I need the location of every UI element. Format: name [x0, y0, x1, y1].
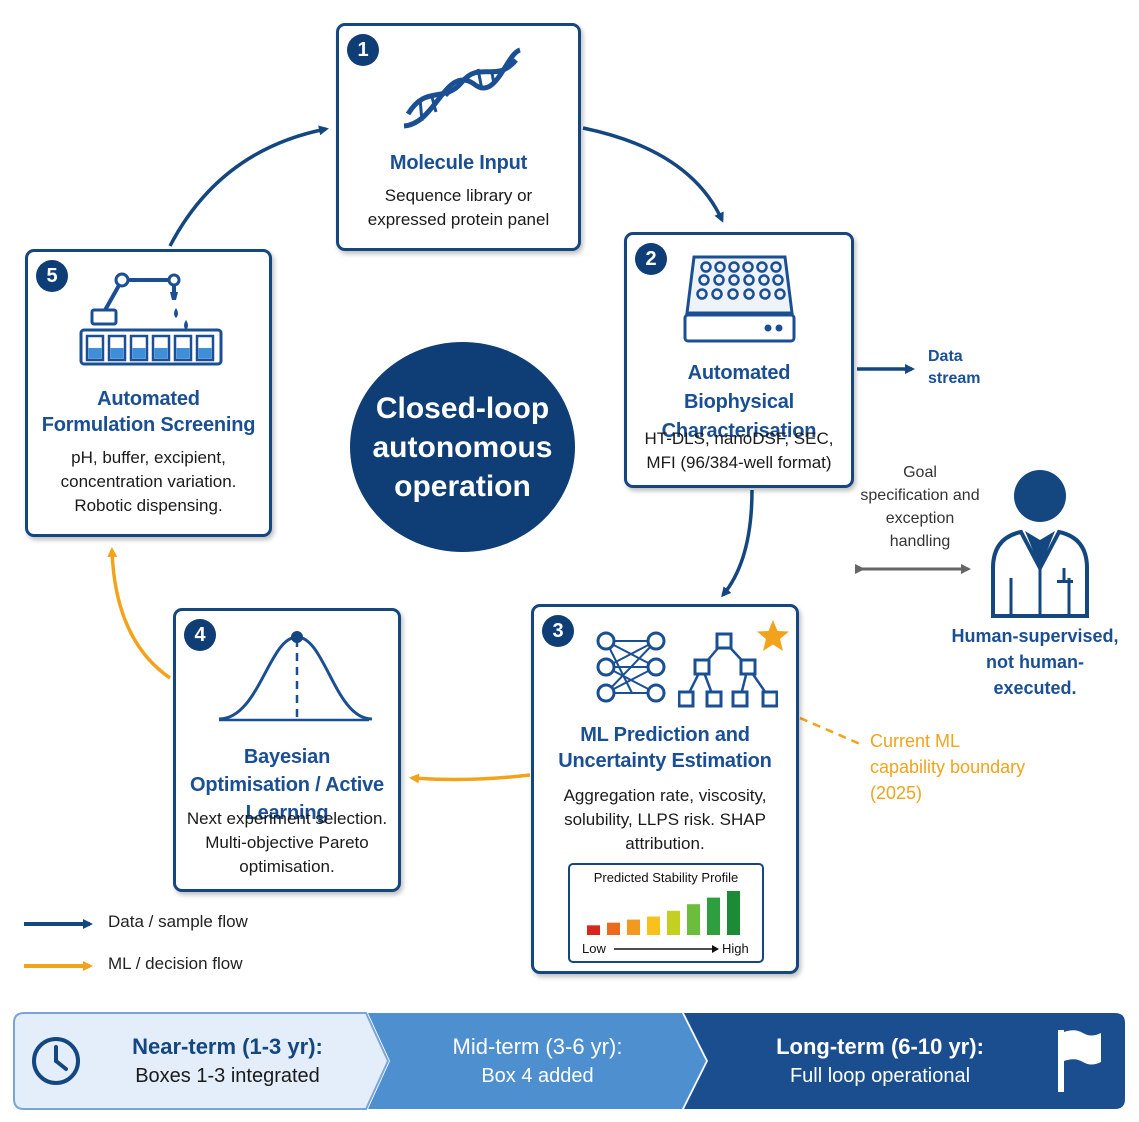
stability-bar	[687, 904, 700, 935]
timeline-mid-sub: Box 4 added	[481, 1065, 594, 1087]
timeline-near-shape	[13, 1012, 390, 1110]
box-description: Next experiment selection. Multi-objecti…	[186, 809, 388, 876]
step-number: 2	[635, 243, 667, 275]
box-title: Automated Biophysical Characterisation	[661, 362, 817, 442]
box-formulation-screening: 5 Automated Formulation Screening pH, bu…	[25, 249, 272, 537]
timeline-near-sub: Boxes 1-3 integrated	[135, 1065, 320, 1087]
timeline-long-heading: Long-term (6-10 yr):	[776, 1034, 984, 1059]
box-title: Molecule Input	[389, 152, 528, 174]
well-plate-icon	[683, 255, 796, 343]
stability-profile-chart: Predicted Stability Profile Low High	[568, 863, 764, 963]
gaussian-curve-icon	[218, 631, 373, 722]
arrow-3-to-4	[409, 773, 531, 784]
stability-bar	[607, 922, 620, 935]
stability-bar	[587, 925, 600, 935]
box-title: Automated Formulation Screening	[41, 388, 256, 436]
timeline-mid-term: Mid-term (3-6 yr): Box 4 added	[395, 1013, 680, 1109]
stability-bar	[727, 891, 740, 935]
closed-loop-center: Closed-loop autonomous operation	[350, 342, 575, 552]
box-ml-prediction: 3 ML Prediction and Uncertainty Estimati…	[531, 604, 799, 974]
legend-ml-flow-label: ML / decision flow	[108, 954, 243, 973]
box-description: Aggregation rate, viscosity, solubility,…	[563, 786, 767, 853]
timeline-mid-heading: Mid-term (3-6 yr):	[452, 1034, 623, 1059]
arrow-1-to-2	[582, 126, 724, 223]
timeline-mid-shape	[368, 1013, 706, 1109]
ml-boundary-dash	[799, 716, 861, 746]
arrow-5-to-1	[168, 125, 329, 247]
timeline-long-sub: Full loop operational	[789, 1065, 971, 1087]
timeline-near-term: Near-term (1-3 yr): Boxes 1-3 integrated	[90, 1013, 365, 1109]
timeline-near-heading: Near-term (1-3 yr):	[132, 1034, 323, 1059]
timeline-long-shape	[684, 1013, 1125, 1109]
box-bayesian-optimisation: 4 Bayesian Optimisation / Active Learnin…	[173, 608, 401, 892]
arrow-4-to-5	[107, 547, 171, 680]
ml-boundary-label: Current ML capability boundary (2025)	[870, 731, 1026, 803]
goal-specification-label: Goal specification and exception handlin…	[860, 464, 980, 550]
box-description: pH, buffer, excipient, concentration var…	[60, 448, 237, 515]
clock-icon	[32, 1037, 80, 1085]
stability-bar	[707, 897, 720, 935]
dna-icon	[403, 47, 522, 129]
step-number: 1	[347, 34, 379, 66]
mini-chart-high-label: High	[722, 941, 749, 956]
box-molecule-input: 1 Molecule Input Sequence library or exp…	[336, 23, 581, 251]
timeline-long-term: Long-term (6-10 yr): Full loop operation…	[715, 1013, 1045, 1109]
center-label: Closed-loop autonomous operation	[372, 391, 553, 503]
box-description: Sequence library or expressed protein pa…	[367, 186, 550, 229]
stability-bar	[667, 910, 680, 935]
legend-data-flow-label: Data / sample flow	[108, 912, 248, 931]
human-supervised-label: Human-supervised, not human-executed.	[951, 626, 1119, 698]
mini-chart-title: Predicted Stability Profile	[593, 870, 739, 885]
stability-bar	[627, 919, 640, 935]
stability-bar	[647, 916, 660, 935]
flag-icon	[1058, 1030, 1101, 1092]
box-title: Bayesian Optimisation / Active Learning	[190, 746, 384, 824]
robotic-arm-icon	[79, 272, 223, 366]
step-number: 4	[184, 619, 216, 651]
step-number: 3	[542, 615, 574, 647]
box-biophysical-characterisation: 2 Automated Biophysical Characterisation…	[624, 232, 854, 488]
box-title: ML Prediction and Uncertainty Estimation	[558, 724, 772, 772]
scientist-icon	[991, 470, 1089, 618]
mini-chart-low-label: Low	[582, 941, 606, 956]
mini-chart-axis-arrow	[614, 945, 719, 953]
mini-chart-bars	[587, 891, 740, 935]
decision-tree-icon	[678, 632, 778, 708]
box-description: HT-DLS, nanoDSF, SEC, MFI (96/384-well f…	[644, 429, 834, 472]
neural-network-icon	[596, 631, 666, 703]
arrow-2-to-3	[721, 489, 754, 598]
data-stream-label: Data stream	[928, 348, 981, 387]
star-icon	[757, 620, 789, 651]
step-number: 5	[36, 260, 68, 292]
